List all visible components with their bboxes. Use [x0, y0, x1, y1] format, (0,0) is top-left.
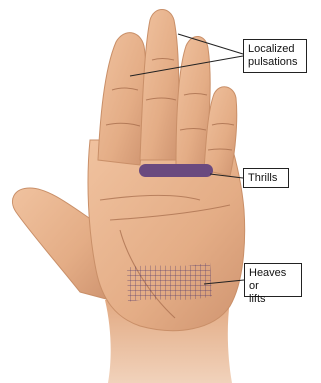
ring-finger — [176, 36, 210, 168]
index-finger — [98, 33, 146, 165]
heaves-or-lifts-label: Heaves or lifts — [244, 263, 302, 297]
thrills-label: Thrills — [243, 168, 289, 188]
thrill-bar — [139, 164, 213, 177]
middle-finger — [140, 10, 179, 161]
localized-pulsations-label: Localized pulsations — [243, 39, 307, 73]
heave-hatch-area — [127, 262, 212, 302]
